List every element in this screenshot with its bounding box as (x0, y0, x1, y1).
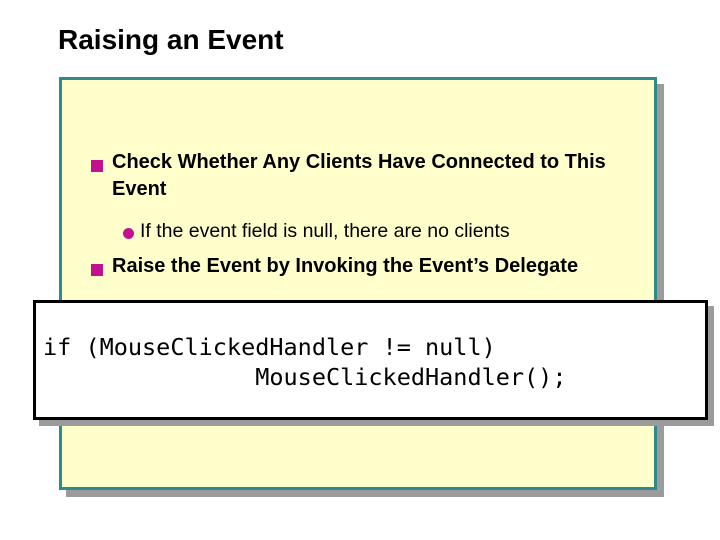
circle-bullet-icon (123, 228, 134, 239)
code-line: MouseClickedHandler(); (43, 363, 567, 391)
code-line: if (MouseClickedHandler != null) (43, 333, 496, 361)
code-box: if (MouseClickedHandler != null) MouseCl… (33, 300, 708, 420)
bullet-item-1: Check Whether Any Clients Have Connected… (112, 151, 606, 200)
content-panel (59, 77, 657, 490)
bullet-subitem-1: If the event field is null, there are no… (140, 220, 510, 242)
bullet-item-2: Raise the Event by Invoking the Event’s … (112, 255, 579, 277)
square-bullet-icon (91, 160, 103, 172)
square-bullet-icon (91, 264, 103, 276)
slide-title: Raising an Event (58, 24, 284, 55)
